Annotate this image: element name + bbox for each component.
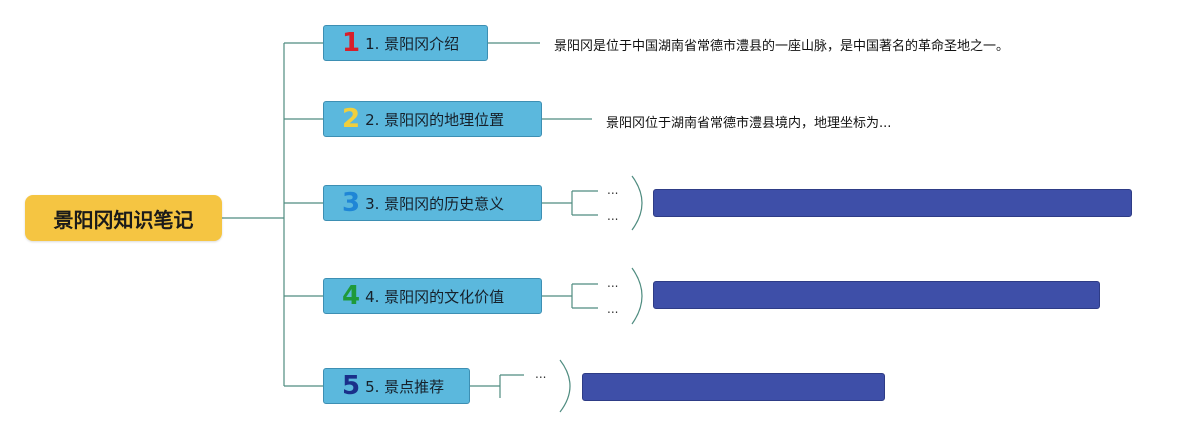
priority-3-icon: 3 <box>342 188 361 218</box>
topic-3-child-1[interactable]: ... <box>607 183 619 197</box>
topic-3-child-2[interactable]: ... <box>607 209 619 223</box>
topic-1-label: 1. 景阳冈介绍 <box>365 34 460 53</box>
topic-5-summary-note[interactable] <box>582 373 885 401</box>
priority-2-icon: 2 <box>342 104 361 134</box>
topic-4-label: 4. 景阳冈的文化价值 <box>365 287 505 306</box>
child-connector-4 <box>542 283 598 309</box>
summary-bracket-4 <box>631 267 643 325</box>
topic-3-label: 3. 景阳冈的历史意义 <box>365 194 505 213</box>
priority-1-icon: 1 <box>342 28 361 58</box>
topic-2-label: 2. 景阳冈的地理位置 <box>365 110 505 129</box>
child-connector-3 <box>542 190 598 216</box>
topic-5-label: 5. 景点推荐 <box>365 377 445 396</box>
topic-5-child-1[interactable]: ... <box>535 367 547 381</box>
topic-4-child-1[interactable]: ... <box>607 276 619 290</box>
priority-4-icon: 4 <box>342 281 361 311</box>
topic-4-child-2[interactable]: ... <box>607 302 619 316</box>
topic-2[interactable]: 2 2. 景阳冈的地理位置 <box>323 101 542 137</box>
root-topic[interactable]: 景阳冈知识笔记 <box>25 195 222 241</box>
topic-3-summary-note[interactable] <box>653 189 1132 217</box>
topic-4[interactable]: 4 4. 景阳冈的文化价值 <box>323 278 542 314</box>
root-topic-label: 景阳冈知识笔记 <box>53 207 194 232</box>
topic-1-description: 景阳冈是位于中国湖南省常德市澧县的一座山脉，是中国著名的革命圣地之一。 <box>554 39 1010 54</box>
summary-bracket-3 <box>631 175 643 231</box>
topic-3[interactable]: 3 3. 景阳冈的历史意义 <box>323 185 542 221</box>
topic-2-description: 景阳冈位于湖南省常德市澧县境内，地理坐标为... <box>606 116 892 131</box>
summary-bracket-5 <box>559 359 571 413</box>
topic-1[interactable]: 1 1. 景阳冈介绍 <box>323 25 488 61</box>
child-connector-5 <box>470 374 524 398</box>
priority-5-icon: 5 <box>342 371 361 401</box>
topic-5[interactable]: 5 5. 景点推荐 <box>323 368 470 404</box>
topic-4-summary-note[interactable] <box>653 281 1100 309</box>
